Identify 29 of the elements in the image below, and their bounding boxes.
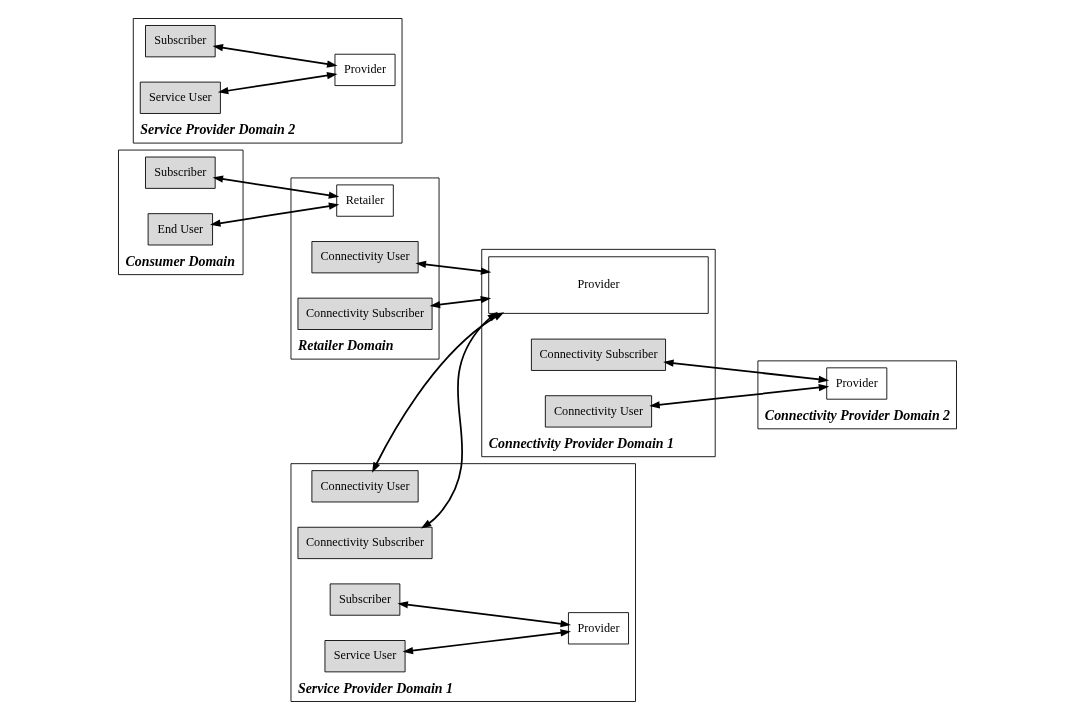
node-box: Service User — [324, 640, 406, 673]
arrow — [212, 175, 339, 199]
arrow — [217, 71, 337, 95]
node-box: Subscriber — [144, 25, 216, 58]
node-box: Retailer — [335, 184, 394, 217]
arrow — [415, 260, 491, 275]
node-box: Connectivity Subscriber — [297, 526, 433, 560]
node-box: Provider — [825, 367, 887, 400]
node-box: Connectivity User — [310, 470, 419, 503]
arrow — [648, 383, 829, 409]
node-box: Connectivity Subscriber — [530, 338, 666, 371]
node-box: End User — [147, 213, 213, 246]
arrow — [396, 601, 571, 628]
arrow — [429, 295, 491, 309]
arrow — [420, 311, 498, 529]
node-box: Subscriber — [144, 156, 216, 189]
arrow — [371, 312, 504, 473]
arrow — [662, 359, 829, 383]
node-box: Connectivity User — [310, 241, 419, 274]
node-box: Provider — [334, 53, 395, 87]
node-box: Connectivity Subscriber — [297, 297, 433, 330]
node-box: Provider — [487, 256, 709, 314]
node-box: Connectivity User — [544, 395, 652, 428]
arrow — [212, 44, 337, 68]
arrow — [402, 629, 571, 655]
arrow — [209, 202, 339, 227]
node-box: Service User — [139, 81, 221, 114]
node-box: Subscriber — [329, 583, 400, 616]
node-box: Provider — [567, 612, 629, 645]
